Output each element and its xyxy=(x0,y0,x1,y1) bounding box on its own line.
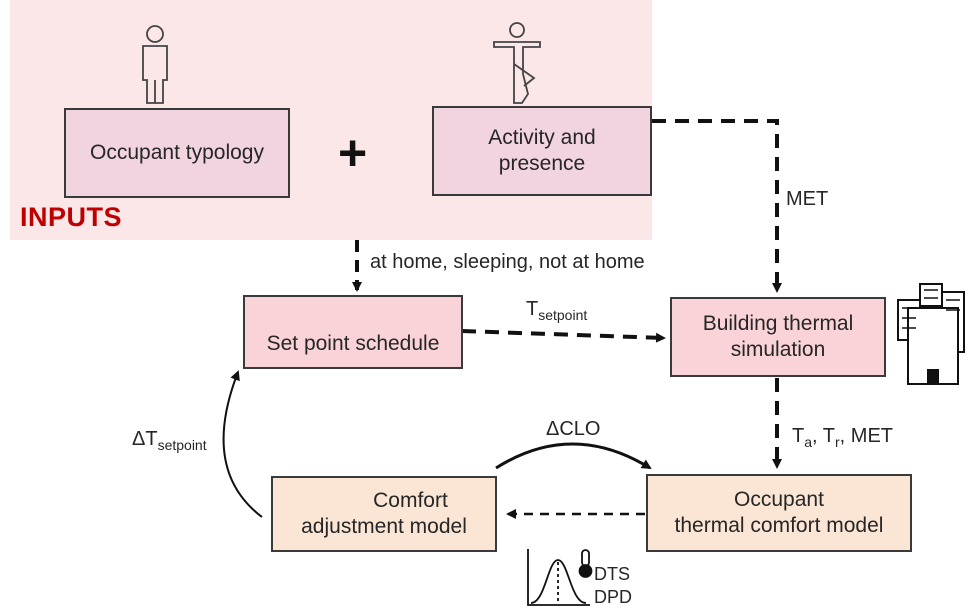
t-setpoint-main: T xyxy=(526,298,539,320)
arrow-activity-to-building xyxy=(652,119,782,293)
delta-t-sub: setpoint xyxy=(157,437,207,453)
presence-states-label: at home, sleeping, not at home xyxy=(370,251,645,273)
t-setpoint-sub: setpoint xyxy=(538,307,588,323)
ta-main: T xyxy=(792,425,805,447)
inputs-label: INPUTS xyxy=(20,202,123,232)
tr-sub: r xyxy=(835,434,840,450)
dts-label: DTS xyxy=(594,564,630,584)
ta-tr-met-text: MET xyxy=(850,425,894,447)
activity-line1: Activity and xyxy=(488,125,596,149)
activity-line2: presence xyxy=(498,152,586,175)
arrow-setpoint-to-building xyxy=(461,329,666,343)
occupant-typology-label: Occupant typology xyxy=(90,140,264,164)
yoga-pose-icon xyxy=(493,22,541,104)
ta-sub: a xyxy=(804,434,813,450)
t-setpoint-label: Tsetpoint xyxy=(526,298,587,323)
delta-t-main: ΔT xyxy=(132,428,158,450)
tr-main: T xyxy=(822,425,835,447)
occupant-line2: thermal comfort model xyxy=(674,514,884,537)
person-icon xyxy=(142,25,168,104)
met-label: MET xyxy=(786,188,829,210)
delta-clo-label: ΔCLO xyxy=(546,418,601,440)
occupant-thermal-comfort-model-box: Occupant thermal comfort model xyxy=(646,474,912,552)
building-thermal-simulation-box: Building thermal simulation xyxy=(670,297,886,377)
arrow-delta-clo xyxy=(495,442,652,470)
building-line1: Building thermal xyxy=(702,311,854,335)
delta-t-setpoint-label: ΔTsetpoint xyxy=(132,428,207,453)
comfort-adjustment-model-box: Comfort adjustment model xyxy=(271,476,497,552)
plus-sign: + xyxy=(338,125,368,181)
buildings-icon xyxy=(897,283,965,385)
building-line2: simulation xyxy=(730,338,826,361)
ta-tr-met-label: Ta, Tr, MET xyxy=(792,425,894,450)
dpd-label: DPD xyxy=(594,587,633,607)
set-point-schedule-label: Set point schedule xyxy=(266,331,440,355)
activity-presence-box: Activity and presence xyxy=(432,106,652,196)
distribution-curve-icon xyxy=(527,549,593,606)
comfort-line2: adjustment model xyxy=(301,515,467,538)
comfort-line1: Comfort xyxy=(373,488,448,512)
occupant-line1: Occupant xyxy=(734,487,824,511)
occupant-typology-box: Occupant typology xyxy=(64,108,290,198)
arrow-delta-setpoint xyxy=(222,370,263,518)
set-point-schedule-box: Set point schedule xyxy=(243,295,463,369)
